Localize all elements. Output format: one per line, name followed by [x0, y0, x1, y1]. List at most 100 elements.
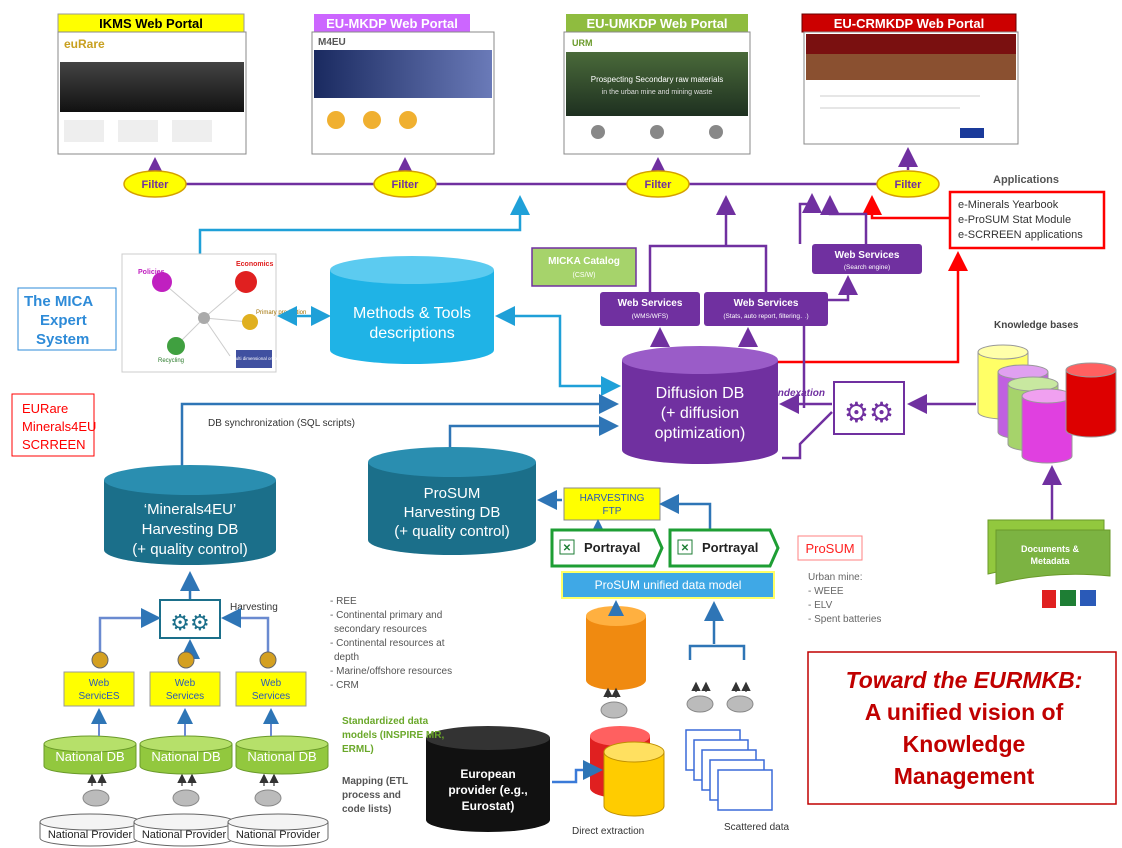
diffusion-to-apps-arrow [778, 251, 968, 364]
source-small-arrows [87, 681, 751, 786]
application-item[interactable]: e-ProSUM Stat Module [958, 214, 1071, 226]
filter-2-label: Filter [392, 179, 420, 191]
web-service-2[interactable]: Web Services [149, 671, 221, 707]
ws-line: ServicES [78, 691, 119, 702]
orange-db-top [586, 606, 646, 626]
portal-eu-crmkdp[interactable]: EU-CRMKDP Web Portal [801, 13, 1019, 145]
orange-db-body [586, 616, 646, 690]
apps-to-bus-arrow [862, 195, 950, 220]
resources-line: - Continental primary and [330, 610, 442, 621]
source-clouds [82, 695, 754, 807]
harvesting-ftp[interactable]: HARVESTING FTP [563, 487, 661, 521]
scattered-docs [685, 729, 773, 811]
red-db-top [590, 726, 650, 746]
toward-line: A unified vision of [865, 699, 1064, 725]
ws-box [235, 671, 307, 707]
indexation-gears[interactable]: ⚙⚙ [833, 381, 905, 435]
portal-ikms[interactable]: IKMS Web Portal euRare [57, 13, 247, 155]
harvesting-gears[interactable]: ⚙⚙ [159, 599, 221, 639]
resources-line: - Marine/offshore resources [330, 666, 452, 677]
methods-diffusion-arrow [495, 306, 621, 396]
ws-line: Web [89, 678, 110, 689]
filter-1[interactable]: Filter [123, 170, 187, 198]
prosum-unified-model[interactable]: ProSUM unified data model [561, 571, 775, 599]
resources-line: depth [334, 652, 359, 663]
methods-tools-db[interactable]: Methods & Tools descriptions [330, 256, 494, 364]
resources-line: - CRM [330, 680, 359, 691]
knowledge-bases-stack[interactable] [977, 344, 1117, 464]
mapping-line: Mapping (ETL [342, 776, 408, 787]
filter-3[interactable]: Filter [626, 170, 690, 198]
globe-icons [91, 651, 277, 669]
kb-cyl-top [1021, 388, 1073, 404]
portal-ikms-label: IKMS Web Portal [99, 16, 203, 31]
portal-eu-mkdp-logo: M4EU [318, 37, 346, 48]
mica-label-box [17, 287, 117, 351]
globe-icon [259, 651, 277, 669]
gears-icon: ⚙⚙ [170, 610, 209, 635]
prosum-db-body [368, 462, 536, 555]
filter-4[interactable]: Filter [876, 170, 940, 198]
resources-list: - REE - Continental primary and secondar… [330, 596, 452, 691]
european-db-top [426, 726, 550, 750]
filter-3-shape [626, 170, 690, 198]
db-sync-arrow [180, 394, 619, 468]
national-db-body [43, 744, 137, 775]
ws-stats-box [704, 292, 828, 326]
portrayal-2[interactable]: ✕ Portrayal [668, 528, 780, 568]
national-db-top [235, 735, 329, 753]
national-dbs[interactable]: National DB National DB National DB [43, 735, 329, 775]
portal-ikms-logo: euRare [64, 37, 105, 51]
european-provider-db[interactable]: European provider (e.g., Eurostat) [426, 726, 550, 832]
minerals4eu-db[interactable]: ‘Minerals4EU’ Harvesting DB (+ quality c… [104, 465, 276, 565]
portal-ikms-card [64, 120, 104, 142]
portal-eu-mkdp[interactable]: EU-MKDP Web Portal M4EU [311, 14, 495, 155]
portal-ikms-card [118, 120, 158, 142]
mapping-line: code lists) [342, 804, 391, 815]
kb-cyl [1021, 396, 1073, 464]
indexation-box [833, 381, 905, 435]
ws-search[interactable]: Web Services (Search engine) [812, 244, 922, 274]
web-service-1[interactable]: Web ServicES [63, 671, 135, 707]
prosum-db[interactable]: ProSUM Harvesting DB (+ quality control) [368, 447, 536, 555]
policies-label: Policies [138, 269, 165, 276]
scattered-bracket [688, 644, 746, 660]
methods-db-line: descriptions [369, 325, 454, 342]
ws-bracket [648, 244, 768, 292]
portal-eu-mkdp-label-box [314, 14, 470, 32]
provider-top [133, 813, 235, 831]
docs-front [995, 529, 1111, 585]
web-service-3[interactable]: Web Services [235, 671, 307, 707]
resources-line: secondary resources [334, 624, 427, 635]
mica-label-line: Expert [40, 312, 87, 329]
micka-catalog[interactable]: MICKA Catalog (CS/W) [531, 247, 637, 287]
documents-metadata[interactable]: Documents & Metadata [987, 519, 1111, 585]
provider-top [39, 813, 141, 831]
urban-mine-line: Urban mine: [808, 572, 862, 583]
portrayal-1[interactable]: ✕ Portrayal [550, 528, 664, 568]
diffusion-db[interactable]: Diffusion DB (+ diffusion optimization) [622, 346, 778, 464]
toward-title: Toward the EURMKB: [846, 667, 1083, 693]
filter-2[interactable]: Filter [373, 170, 437, 198]
ws-stats[interactable]: Web Services (Stats, auto report, filter… [704, 292, 828, 326]
mica-ontology-graphic[interactable]: Policies Economics Primary production Re… [121, 253, 306, 373]
unified-model-label: ProSUM unified data model [595, 578, 742, 592]
diffusion-db-body [622, 360, 778, 464]
application-item[interactable]: e-Minerals Yearbook [958, 199, 1059, 211]
national-providers[interactable]: National Provider National Provider Nati… [39, 813, 329, 847]
globe-icon [91, 651, 109, 669]
ws-wms[interactable]: Web Services (WMS/WFS) [600, 292, 700, 326]
portal-eu-umkdp-headline-2: in the urban mine and mining waste [602, 89, 713, 96]
methods-db-body [330, 270, 494, 364]
ws-stats-sub: (Stats, auto report, filtering…) [723, 313, 808, 320]
multi-ontology-label: The Multi dimensional ontology [223, 356, 286, 361]
minerals-db-line: ‘Minerals4EU’ [144, 501, 237, 518]
portrayal-2-label: Portrayal [702, 540, 758, 555]
portrayal-2-box [668, 528, 780, 568]
cloud-icon [172, 789, 200, 807]
prosum-label: ProSUM [805, 541, 854, 556]
portal-eu-umkdp[interactable]: EU-UMKDP Web Portal URM Prospecting Seco… [563, 14, 751, 155]
eurare-line: Minerals4EU [22, 419, 96, 434]
application-item[interactable]: e-SCRREEN applications [958, 229, 1083, 241]
ws-box [149, 671, 221, 707]
